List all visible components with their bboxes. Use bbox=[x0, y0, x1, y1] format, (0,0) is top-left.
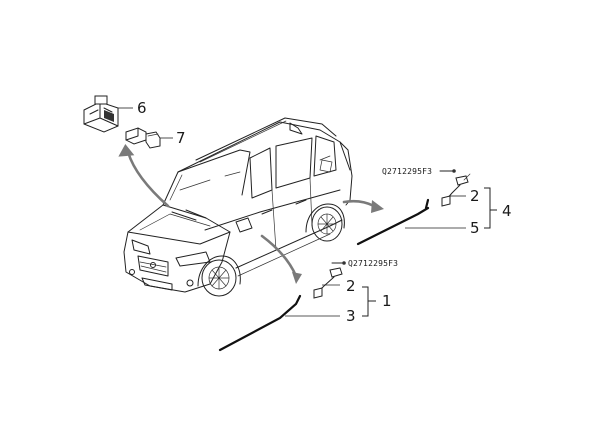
callout-4: 4 bbox=[502, 202, 512, 220]
part-number-upper: Q2712295F3 bbox=[382, 167, 432, 176]
callout-2-upper: 2 bbox=[470, 187, 480, 205]
part-number-lower: Q2712295F3 bbox=[348, 259, 398, 268]
arrow-to-lamp bbox=[118, 144, 170, 208]
bulb-socket-icon bbox=[125, 127, 161, 149]
bracket-4 bbox=[484, 187, 497, 229]
connector-harness-icon bbox=[441, 173, 471, 207]
trim-strip-end bbox=[424, 198, 430, 210]
trim-strip-icon bbox=[356, 206, 430, 246]
lamp-housing-icon bbox=[83, 95, 119, 133]
callout-3: 3 bbox=[346, 307, 356, 325]
trim-strip-icon-lower bbox=[218, 294, 302, 352]
screw-icon bbox=[439, 169, 456, 173]
arrow-to-lower-strip bbox=[260, 234, 302, 284]
screw-icon-lower bbox=[331, 261, 346, 265]
connector-harness-icon-lower bbox=[313, 267, 343, 299]
callout-1: 1 bbox=[382, 292, 392, 310]
callout-6: 6 bbox=[137, 99, 147, 117]
callout-5: 5 bbox=[470, 219, 480, 237]
arrow-to-upper-strip bbox=[342, 199, 384, 213]
suv-line-drawing-icon bbox=[123, 117, 353, 297]
bracket-1 bbox=[362, 286, 376, 317]
callout-7: 7 bbox=[176, 129, 186, 147]
callout-2-lower: 2 bbox=[346, 277, 356, 295]
